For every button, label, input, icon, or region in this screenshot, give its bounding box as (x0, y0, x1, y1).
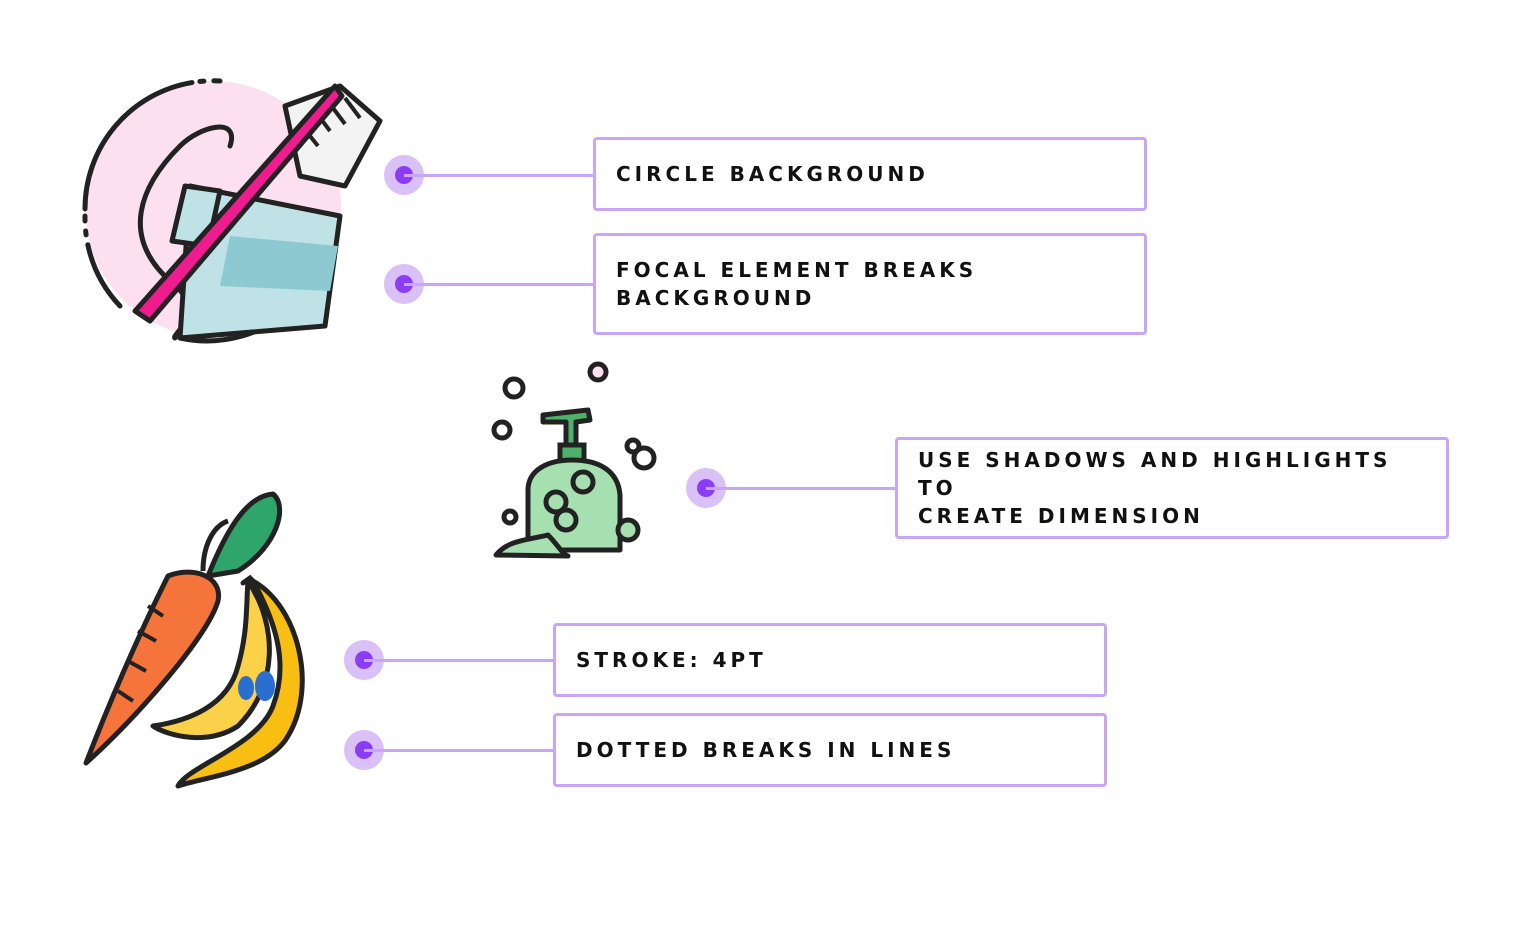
annotation-connector-3 (706, 487, 896, 490)
toothbrush-icon (82, 78, 383, 344)
annotation-label: STROKE: 4PT (576, 648, 767, 672)
annotation-box-stroke: STROKE: 4PT (553, 623, 1107, 697)
annotation-connector-2 (404, 283, 594, 286)
annotation-label: CIRCLE BACKGROUND (616, 162, 929, 186)
annotation-label: FOCAL ELEMENT BREAKS BACKGROUND (616, 258, 978, 310)
annotation-connector-5 (364, 749, 554, 752)
annotation-connector-1 (404, 174, 594, 177)
annotation-label: DOTTED BREAKS IN LINES (576, 738, 956, 762)
annotation-marker-4 (344, 640, 384, 680)
annotation-box-circle-background: CIRCLE BACKGROUND (593, 137, 1147, 211)
annotation-label: USE SHADOWS AND HIGHLIGHTS TO CREATE DIM… (918, 448, 1392, 528)
carrot-banana-icon (83, 491, 305, 789)
annotation-box-focal-element: FOCAL ELEMENT BREAKS BACKGROUND (593, 233, 1147, 335)
soap-dispenser-icon (491, 361, 657, 559)
annotation-box-dotted-breaks: DOTTED BREAKS IN LINES (553, 713, 1107, 787)
annotation-box-shadows-highlights: USE SHADOWS AND HIGHLIGHTS TO CREATE DIM… (895, 437, 1449, 539)
annotation-connector-4 (364, 659, 554, 662)
